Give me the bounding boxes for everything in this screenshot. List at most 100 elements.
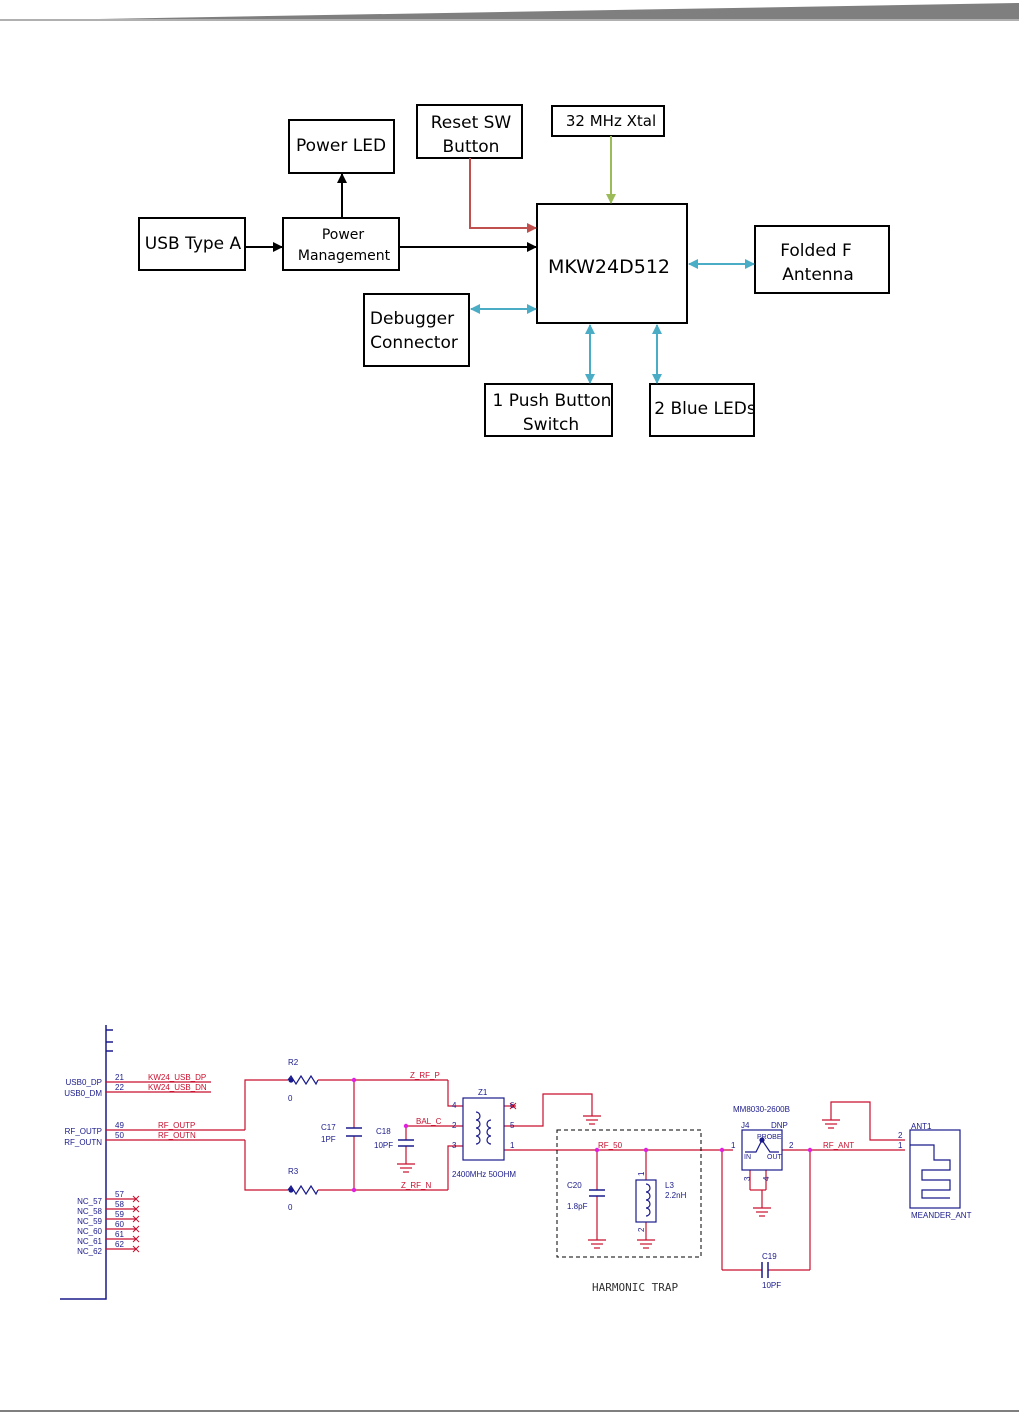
pin-num-49: 49 — [115, 1121, 124, 1130]
pin-num-61: 61 — [115, 1230, 124, 1239]
pin-name-usb0-dp: USB0_DP — [66, 1078, 102, 1087]
mcu-block — [536, 203, 688, 324]
z1-pin-3: 3 — [452, 1141, 457, 1150]
pin-net-labels: KW24_USB_DP KW24_USB_DN RF_OUTP RF_OUTN — [148, 1073, 207, 1140]
power-mgmt-block — [282, 217, 400, 271]
c19-value: 10PF — [762, 1281, 781, 1290]
l3-pin-1: 1 — [637, 1171, 646, 1176]
net-rf-50: RF_50 — [598, 1141, 623, 1150]
j4-pin-1: 1 — [731, 1141, 736, 1150]
j4-ref: J4 — [741, 1121, 750, 1130]
j4-in: IN — [744, 1154, 751, 1161]
pin-num-60: 60 — [115, 1220, 124, 1229]
pin-name-nc-58: NC_58 — [77, 1207, 102, 1216]
z1-pin-1: 1 — [510, 1141, 515, 1150]
usb-block — [138, 217, 246, 271]
net-kw24-usb-dp: KW24_USB_DP — [148, 1073, 206, 1082]
c18-ref: C18 — [376, 1127, 391, 1136]
c20-ground — [588, 1239, 606, 1249]
balun-z1-labels: Z1 2400MHz 50OHM 4 2 3 6 5 1 — [452, 1088, 516, 1179]
net-bal-c: BAL_C — [416, 1117, 442, 1126]
net-rf-ant: RF_ANT — [823, 1141, 854, 1150]
ic-body-edge — [60, 1025, 113, 1300]
capacitor-labels-a: C17 1PF C18 10PF — [321, 1123, 393, 1150]
l3-ground — [637, 1239, 655, 1249]
reset-sw-block — [416, 104, 523, 159]
net-z-rf-p: Z_RF_P — [410, 1071, 440, 1080]
power-mgmt-label-line2: Management — [298, 248, 391, 264]
l3-pin-2: 2 — [637, 1227, 646, 1232]
pin-name-nc-59: NC_59 — [77, 1217, 102, 1226]
antenna-block — [754, 225, 890, 294]
j4-part: MM8030-2600B — [733, 1105, 790, 1114]
power-led-label: Power LED — [296, 136, 386, 156]
nc-markers — [132, 1195, 140, 1253]
c17-ref: C17 — [321, 1123, 336, 1132]
c18-ground — [397, 1163, 415, 1173]
pin-name-nc-62: NC_62 — [77, 1247, 102, 1256]
reset-sw-label-line2: Button — [443, 137, 500, 157]
j4-pin-2: 2 — [789, 1141, 794, 1150]
schematic: USB0_DP USB0_DM RF_OUTP RF_OUTN NC_57 NC… — [60, 1025, 972, 1300]
pin-num-58: 58 — [115, 1200, 124, 1209]
pin-num-22: 22 — [115, 1083, 124, 1092]
ic-pin-names: USB0_DP USB0_DM RF_OUTP RF_OUTN NC_57 NC… — [64, 1078, 102, 1256]
r2-ref: R2 — [288, 1058, 299, 1067]
z1-pin6-nc-marker — [509, 1102, 517, 1110]
capacitor-c20 — [589, 1189, 605, 1197]
net-rf-outp: RF_OUTP — [158, 1121, 195, 1130]
debugger-block — [363, 293, 470, 367]
r2-value: 0 — [288, 1094, 293, 1103]
c19-labels: C19 10PF — [762, 1252, 781, 1290]
harmonic-trap-label: HARMONIC TRAP — [592, 1281, 678, 1294]
antenna-label-line1: Folded F — [780, 241, 852, 261]
ic-pin-stubs — [106, 1081, 245, 1250]
xtal-label: 32 MHz Xtal — [566, 112, 656, 130]
j4-labels: MM8030-2600B J4 DNP PROBE IN OUT 1 2 3 4 — [731, 1105, 794, 1181]
net-kw24-usb-dn: KW24_USB_DN — [148, 1083, 207, 1092]
ant1-ref: ANT1 — [911, 1122, 932, 1131]
capacitor-c17 — [346, 1127, 362, 1137]
ant1-pin-2: 2 — [898, 1131, 903, 1140]
block-arrows — [245, 136, 755, 384]
c18-value: 10PF — [374, 1141, 393, 1150]
c20-value: 1.8pF — [567, 1202, 588, 1211]
trap-labels: C20 1.8pF L3 2.2nH 1 2 — [567, 1171, 687, 1232]
resistor-r3 — [287, 1184, 319, 1196]
c20-ref: C20 — [567, 1181, 582, 1190]
pin-name-rf-outp: RF_OUTP — [65, 1127, 102, 1136]
ant1-labels: ANT1 MEANDER_ANT 2 1 — [898, 1122, 972, 1220]
ant1-value: MEANDER_ANT — [911, 1211, 972, 1220]
antenna-ground — [822, 1119, 840, 1129]
j4-pin-3: 3 — [743, 1176, 752, 1181]
pin-name-nc-61: NC_61 — [77, 1237, 102, 1246]
net-z-rf-n: Z_RF_N — [401, 1181, 431, 1190]
c19-ref: C19 — [762, 1252, 777, 1261]
pin-num-59: 59 — [115, 1210, 124, 1219]
header-bar — [0, 3, 1019, 21]
j4-dnp: DNP — [771, 1121, 788, 1130]
power-led-block — [288, 119, 395, 174]
power-mgmt-label-line1: Power — [322, 227, 365, 243]
pin-num-57: 57 — [115, 1190, 124, 1199]
z1-ground — [583, 1115, 601, 1125]
resistor-labels: R2 0 R3 0 — [288, 1058, 299, 1212]
pin-num-62: 62 — [115, 1240, 124, 1249]
j4-ground — [753, 1207, 771, 1217]
balun-z1 — [462, 1097, 505, 1161]
mcu-label: MKW24D512 — [548, 256, 670, 278]
block-diagram — [138, 104, 890, 437]
inductor-l3 — [635, 1179, 657, 1223]
harmonic-trap-box — [556, 1129, 702, 1258]
capacitor-c19 — [761, 1262, 769, 1278]
l3-value: 2.2nH — [665, 1191, 687, 1200]
net-rf-outn: RF_OUTN — [158, 1131, 196, 1140]
switch-connector-j4 — [741, 1129, 783, 1171]
debugger-label-line2: Connector — [370, 333, 458, 353]
footer-rule — [0, 1410, 1019, 1412]
r3-value: 0 — [288, 1203, 293, 1212]
reset-sw-label-line1: Reset SW — [431, 113, 512, 133]
ant1-pin-1: 1 — [898, 1141, 903, 1150]
z1-pin-4: 4 — [452, 1101, 457, 1110]
